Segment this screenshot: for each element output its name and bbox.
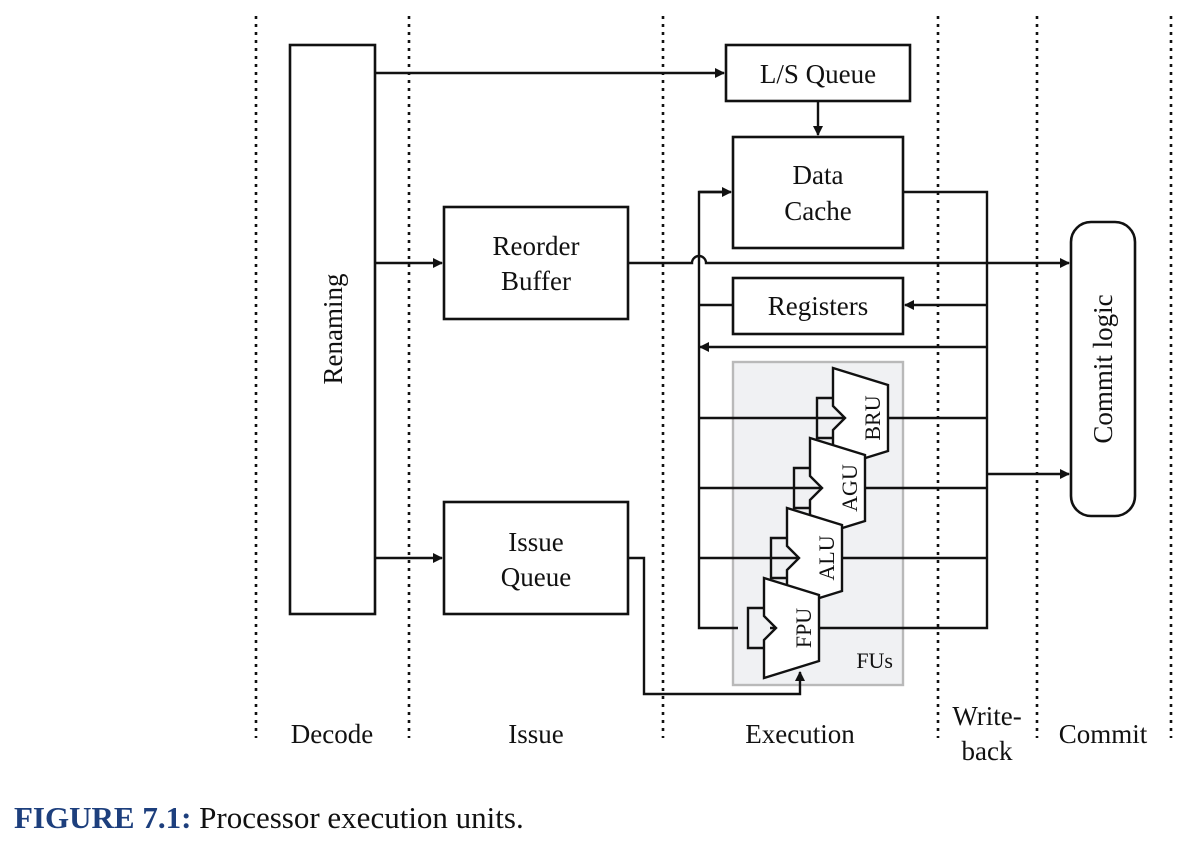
alu-label: ALU <box>814 535 839 580</box>
stage-label-writeback-line2: back <box>962 736 1013 766</box>
issue-queue-label-line2: Queue <box>501 562 571 592</box>
commit-logic-label: Commit logic <box>1088 294 1118 443</box>
fu-alu: ALU <box>785 506 844 610</box>
wire-issue-queue-to-fus <box>628 556 805 696</box>
fu-fpu: FPU <box>762 576 821 680</box>
data-cache-block <box>731 135 905 250</box>
commit-logic-block <box>1069 220 1137 518</box>
fpu-unit-shape <box>762 576 821 680</box>
registers-block <box>731 276 905 336</box>
ls-queue-block <box>724 43 912 103</box>
stage-label-writeback-line1: Write- <box>952 701 1021 731</box>
writeback-bus <box>770 190 989 630</box>
ls-queue-label: L/S Queue <box>760 59 876 89</box>
wire-reorder-buffer-to-commit <box>628 254 1070 268</box>
data-cache-label-line2: Cache <box>784 196 851 226</box>
figure-caption: FIGURE 7.1: Processor execution units. <box>14 800 524 836</box>
pipeline-diagram: FUs Renaming Reorder Buffer Issue Queue … <box>254 16 1173 766</box>
stage-label-issue: Issue <box>508 719 564 749</box>
data-cache-label-line1: Data <box>793 160 844 190</box>
fu-bru: BRU <box>831 366 890 470</box>
reorder-buffer-block <box>442 205 630 321</box>
fu-agu: AGU <box>808 436 867 540</box>
caption-label: FIGURE 7.1: <box>14 800 192 835</box>
stage-label-execution: Execution <box>745 719 855 749</box>
feeder-agu <box>792 466 810 510</box>
agu-label: AGU <box>837 464 862 512</box>
renaming-label: Renaming <box>318 274 348 385</box>
issue-queue-block <box>442 500 630 616</box>
stage-label-commit: Commit <box>1059 719 1148 749</box>
caption-text: Processor execution units. <box>199 800 524 835</box>
bru-label: BRU <box>860 395 885 440</box>
fpu-label: FPU <box>791 608 816 648</box>
feeder-alu <box>769 536 787 580</box>
stage-label-decode: Decode <box>291 719 373 749</box>
fus-label: FUs <box>856 648 893 673</box>
feeder-fpu <box>746 606 764 650</box>
issue-queue-label-line1: Issue <box>508 527 564 557</box>
renaming-block <box>288 43 377 616</box>
reorder-buffer-label-line2: Buffer <box>501 266 571 296</box>
reorder-buffer-label-line1: Reorder <box>493 231 580 261</box>
feeder-bru <box>815 396 833 440</box>
registers-label: Registers <box>768 291 869 321</box>
